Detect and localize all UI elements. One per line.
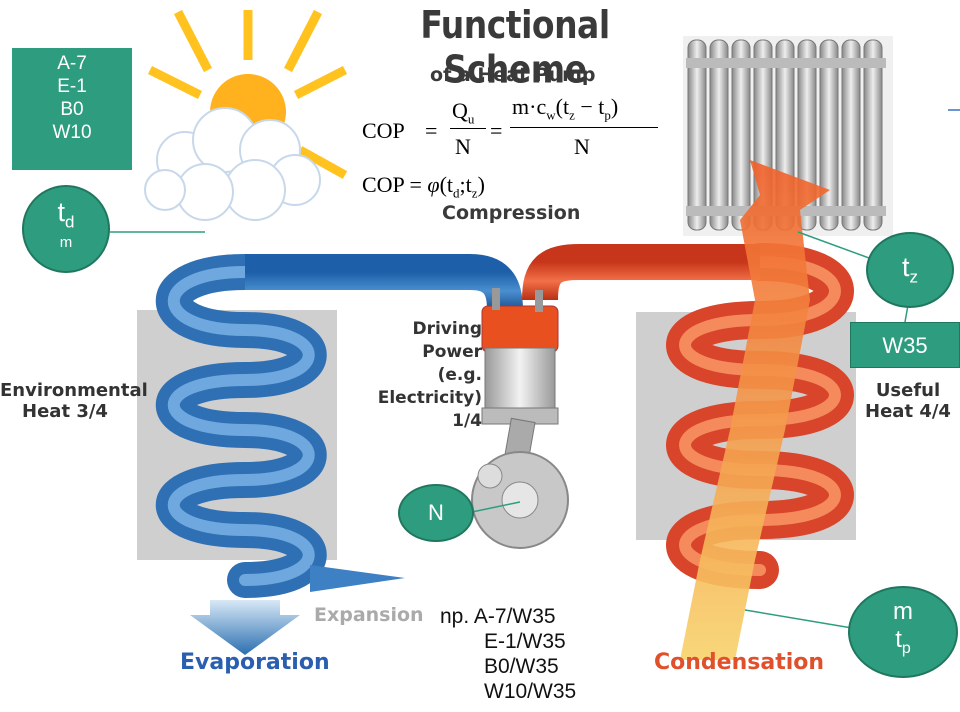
evaporation-arrow — [190, 600, 300, 655]
fraction-bar-1 — [450, 128, 486, 129]
equals-2: = — [490, 118, 503, 143]
example-conditions: np. A-7/W35 E-1/W35 B0/W35 W10/W35 — [440, 605, 577, 703]
n-denominator-2: N — [574, 134, 590, 159]
mcw-numerator: m·cw(tz − tp) — [512, 94, 619, 123]
expansion-valve — [310, 565, 405, 592]
compressor-icon — [471, 288, 569, 549]
equals-1: = — [425, 118, 438, 143]
m-tp-circle: m tp — [848, 586, 958, 678]
condensation-label: Condensation — [654, 650, 825, 675]
diagram-subtitle: of a Heat Pump — [430, 64, 596, 86]
cloud-icon — [144, 107, 321, 221]
compression-label: Compression — [442, 202, 581, 224]
qu-numerator: Qu — [452, 98, 475, 127]
useful-heat-label: Useful Heat 4/4 — [865, 380, 951, 422]
driving-power-label: Driving Power (e.g. Electricity) 1/4 — [377, 319, 482, 431]
cop-label-1: COP — [362, 118, 405, 143]
tz-circle: tz — [866, 232, 954, 308]
fraction-bar-2 — [510, 127, 658, 128]
discharge-pipe — [522, 244, 760, 301]
radiator-icon — [683, 36, 893, 236]
environmental-heat-label: Environmental Heat 3/4 — [0, 380, 148, 422]
td-circle: td m — [22, 185, 110, 273]
suction-pipe — [245, 254, 523, 311]
diagram-title: Functional Scheme — [420, 2, 610, 92]
w35-box: W35 — [850, 322, 960, 368]
evaporation-label: Evaporation — [180, 650, 330, 675]
cop-function-formula: COP = φ(td;tz) — [362, 172, 485, 201]
n-denominator-1: N — [455, 134, 471, 159]
evaporator-coil — [156, 198, 327, 642]
expansion-label: Expansion — [314, 604, 424, 626]
useful-heat-arrow — [680, 160, 830, 660]
source-temperatures-box: A-7 E-1 B0 W10 — [12, 48, 132, 170]
n-circle: N — [398, 484, 474, 542]
